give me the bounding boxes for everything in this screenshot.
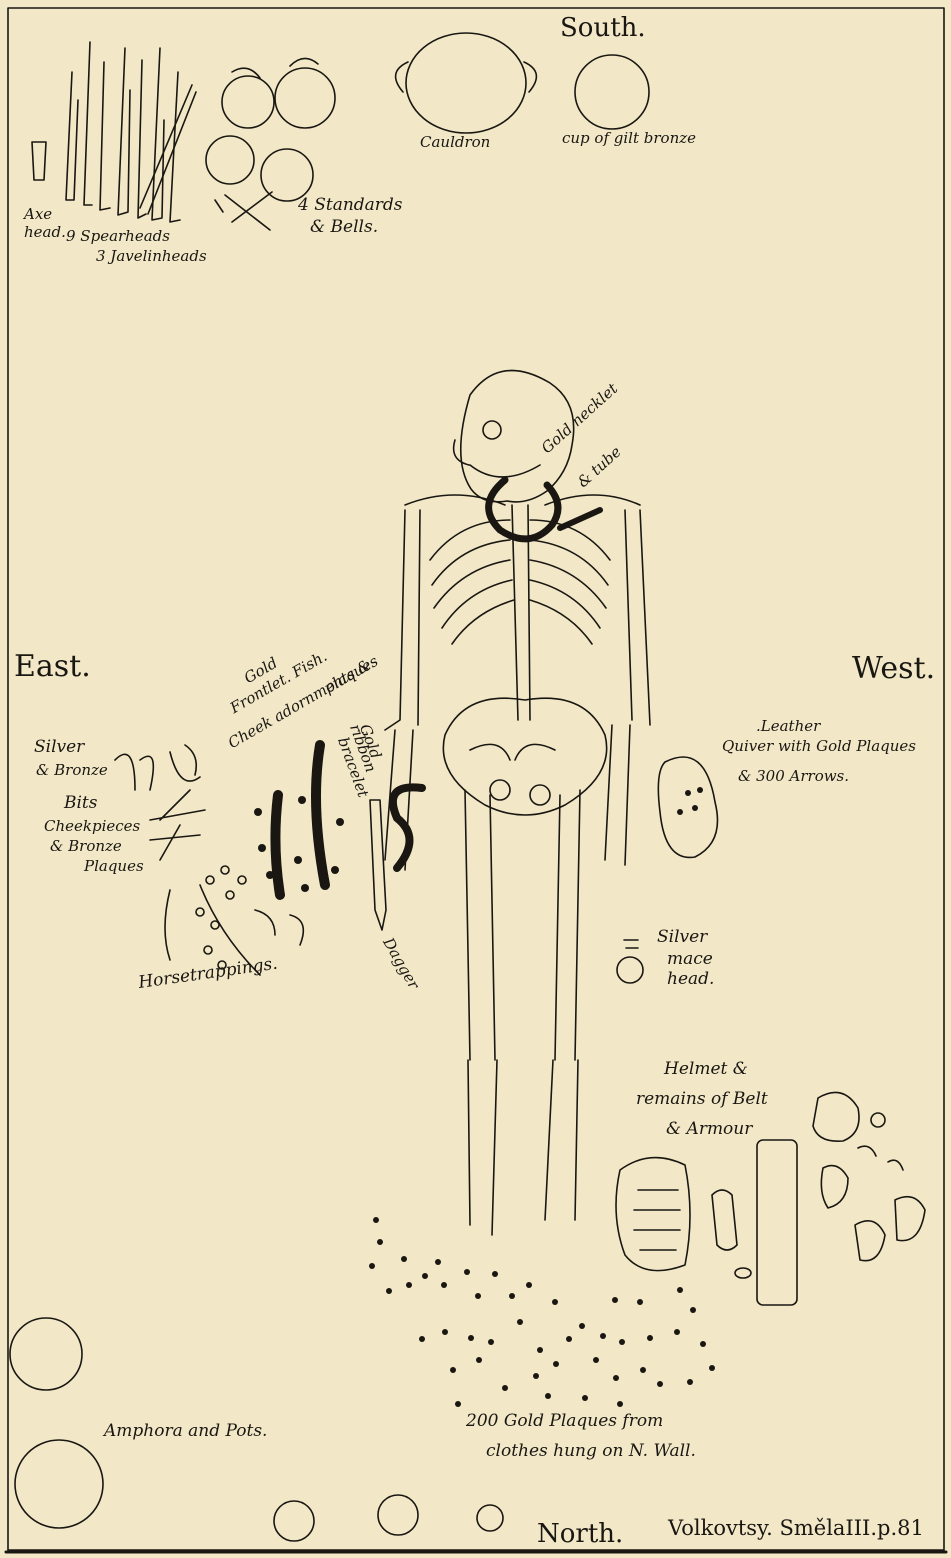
label-gold-plaques-2: clothes hung on N. Wall. bbox=[486, 1442, 696, 1462]
label-belt: remains of Belt bbox=[636, 1090, 768, 1110]
label-standards: 4 Standards bbox=[298, 196, 403, 216]
gold-necklet-icon bbox=[489, 480, 558, 539]
label-javelinheads: 3 Javelinheads bbox=[96, 248, 207, 265]
label-silver-mace-2: mace bbox=[667, 950, 713, 970]
label-cauldron: Cauldron bbox=[420, 134, 490, 151]
label-axe-head: head. bbox=[24, 224, 66, 241]
gold-frontlet-icon bbox=[275, 745, 325, 895]
label-helmet: Helmet & bbox=[664, 1060, 748, 1080]
label-quiver: Quiver with Gold Plaques bbox=[722, 738, 916, 755]
label-leather: .Leather bbox=[756, 718, 820, 735]
label-armour: & Armour bbox=[666, 1120, 752, 1140]
helmet-armour-icon bbox=[616, 1092, 925, 1305]
attribution: Volkovtsy. SmělaIII.p.81 bbox=[668, 1516, 924, 1540]
gold-plaques-scatter bbox=[369, 1217, 715, 1407]
label-silver-mace-3: head. bbox=[667, 970, 714, 990]
label-bells: & Bells. bbox=[310, 218, 378, 238]
label-bronze: & Bronze bbox=[50, 838, 122, 855]
label-arrows: & 300 Arrows. bbox=[738, 768, 849, 785]
label-axe: Axe bbox=[24, 206, 52, 223]
label-silver-1: Silver bbox=[34, 738, 84, 758]
direction-north: North. bbox=[537, 1520, 623, 1550]
label-cup: cup of gilt bronze bbox=[562, 130, 696, 147]
spearheads-icon bbox=[66, 42, 196, 222]
label-silver-mace-1: Silver bbox=[657, 928, 707, 948]
gold-bracelet-icon bbox=[393, 787, 422, 868]
label-plaques: Plaques bbox=[84, 858, 144, 875]
quiver-icon bbox=[658, 757, 717, 857]
label-spearheads: 9 Spearheads bbox=[66, 228, 170, 245]
label-gold-plaques-1: 200 Gold Plaques from bbox=[466, 1412, 663, 1432]
direction-east: East. bbox=[14, 650, 91, 685]
direction-west: West. bbox=[852, 652, 935, 687]
label-amphora: Amphora and Pots. bbox=[104, 1422, 267, 1442]
label-silver-2: & Bronze bbox=[36, 762, 108, 779]
skeleton-figure bbox=[385, 371, 650, 1236]
label-bits: Bits bbox=[64, 794, 98, 814]
dagger-icon bbox=[370, 800, 386, 930]
axe-head-icon bbox=[32, 142, 46, 180]
mace-head-icon bbox=[617, 940, 643, 983]
bits-cheekpieces-icon bbox=[115, 745, 205, 860]
label-cheekpieces: Cheekpieces bbox=[44, 818, 140, 835]
cup-icon bbox=[575, 55, 649, 129]
cauldron-icon bbox=[396, 33, 537, 133]
direction-south: South. bbox=[560, 14, 646, 44]
